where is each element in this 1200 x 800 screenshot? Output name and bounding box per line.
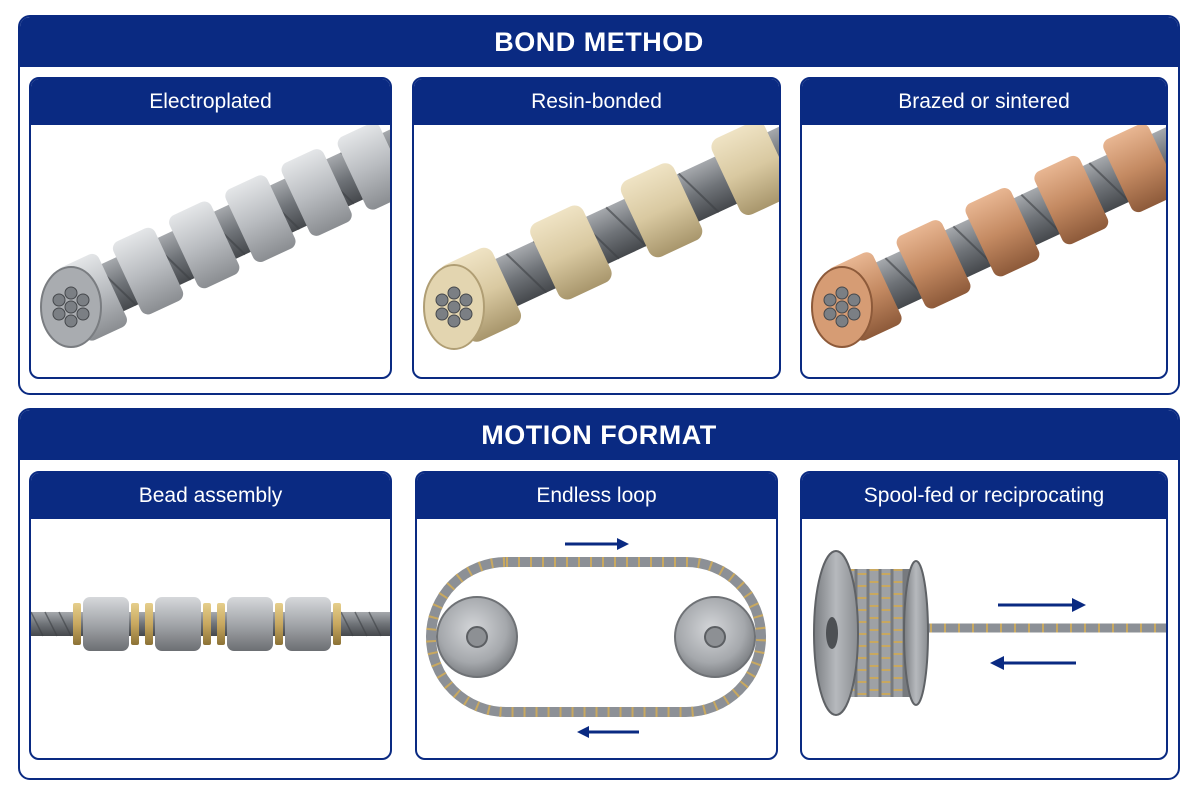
card-brazed-sintered: Brazed or sintered <box>800 77 1168 379</box>
arrow-right-icon <box>565 538 629 550</box>
endless-loop-illustration <box>426 538 766 738</box>
arrow-right-icon <box>998 598 1086 612</box>
card-endless-loop: Endless loop <box>415 471 778 760</box>
card-electroplated: Electroplated <box>29 77 392 379</box>
bead-assembly-illustration <box>31 597 390 651</box>
bond-method-title: BOND METHOD <box>20 17 1178 67</box>
card-resin-bonded: Resin-bonded <box>412 77 781 379</box>
electroplated-wire-illustration <box>40 125 390 348</box>
arrow-left-icon <box>990 656 1076 670</box>
motion-format-title: MOTION FORMAT <box>20 410 1178 460</box>
card-bead-assembly: Bead assembly <box>29 471 392 760</box>
card-bead-assembly-label: Bead assembly <box>31 473 390 519</box>
arrow-left-icon <box>577 726 639 738</box>
spool-illustration <box>813 550 1166 716</box>
card-electroplated-label: Electroplated <box>31 79 390 125</box>
card-resin-bonded-label: Resin-bonded <box>414 79 779 125</box>
brazed-wire-illustration <box>811 125 1166 348</box>
spool-flange-back <box>903 560 929 706</box>
resin-bonded-wire-illustration <box>423 125 779 350</box>
card-endless-loop-label: Endless loop <box>417 473 776 519</box>
card-spool-fed: Spool-fed or reciprocating <box>800 471 1168 760</box>
card-brazed-sintered-label: Brazed or sintered <box>802 79 1166 125</box>
card-spool-fed-label: Spool-fed or reciprocating <box>802 473 1166 519</box>
